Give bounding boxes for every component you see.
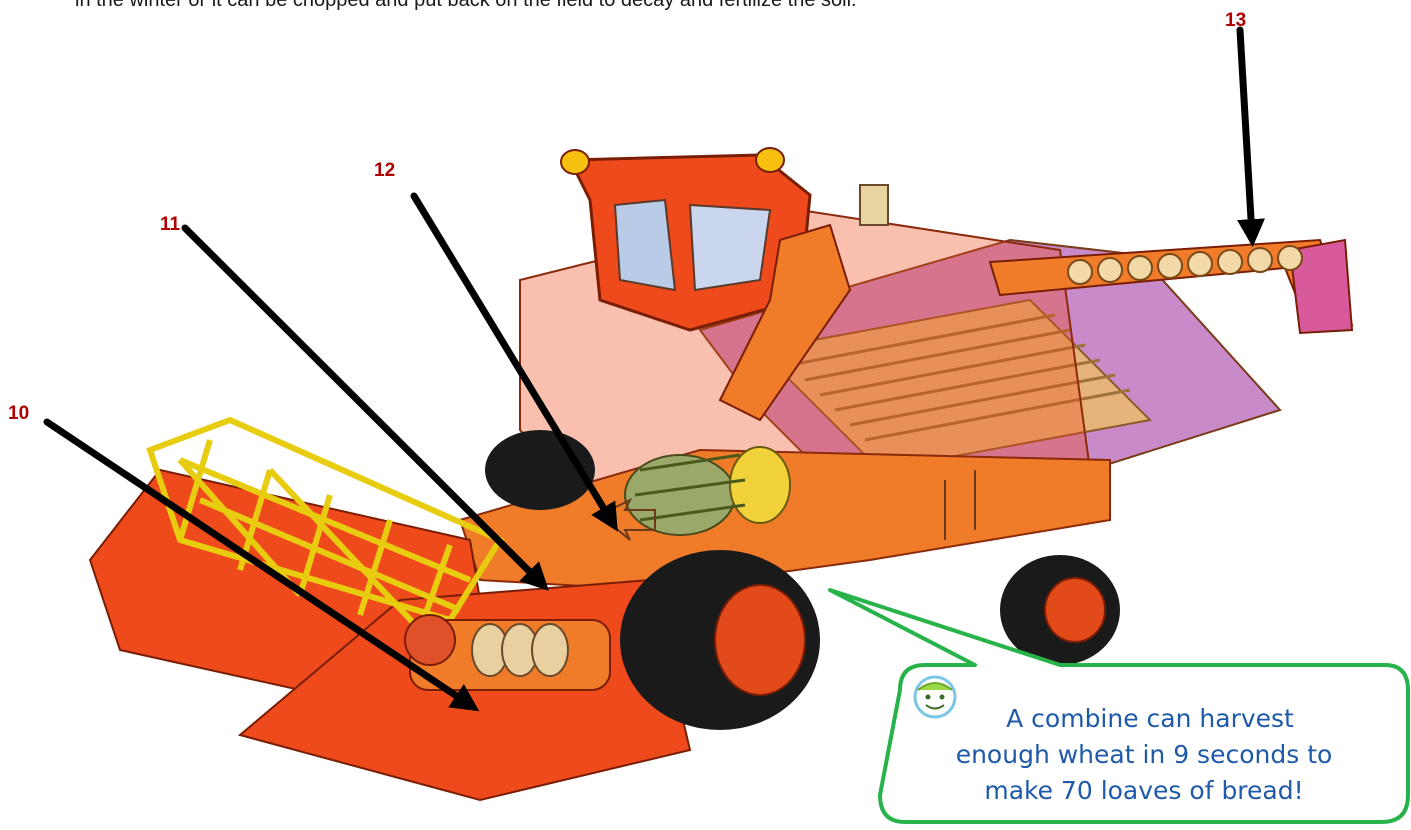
arrow-13	[1240, 30, 1252, 236]
label-13: 13	[1225, 10, 1246, 31]
label-12: 12	[374, 160, 395, 181]
fun-fact-bubble: A combine can harvest enough wheat in 9 …	[830, 590, 1408, 822]
label-11: 11	[160, 214, 181, 235]
fun-fact-line-1: A combine can harvest	[1006, 704, 1294, 733]
front-wheel	[620, 550, 820, 730]
label-10: 10	[8, 403, 29, 424]
rear-wheel	[1000, 555, 1120, 665]
fun-fact-line-2: enough wheat in 9 seconds to	[956, 740, 1333, 769]
fun-fact-line-3: make 70 loaves of bread!	[984, 776, 1303, 805]
smiley-face-icon	[915, 677, 955, 717]
